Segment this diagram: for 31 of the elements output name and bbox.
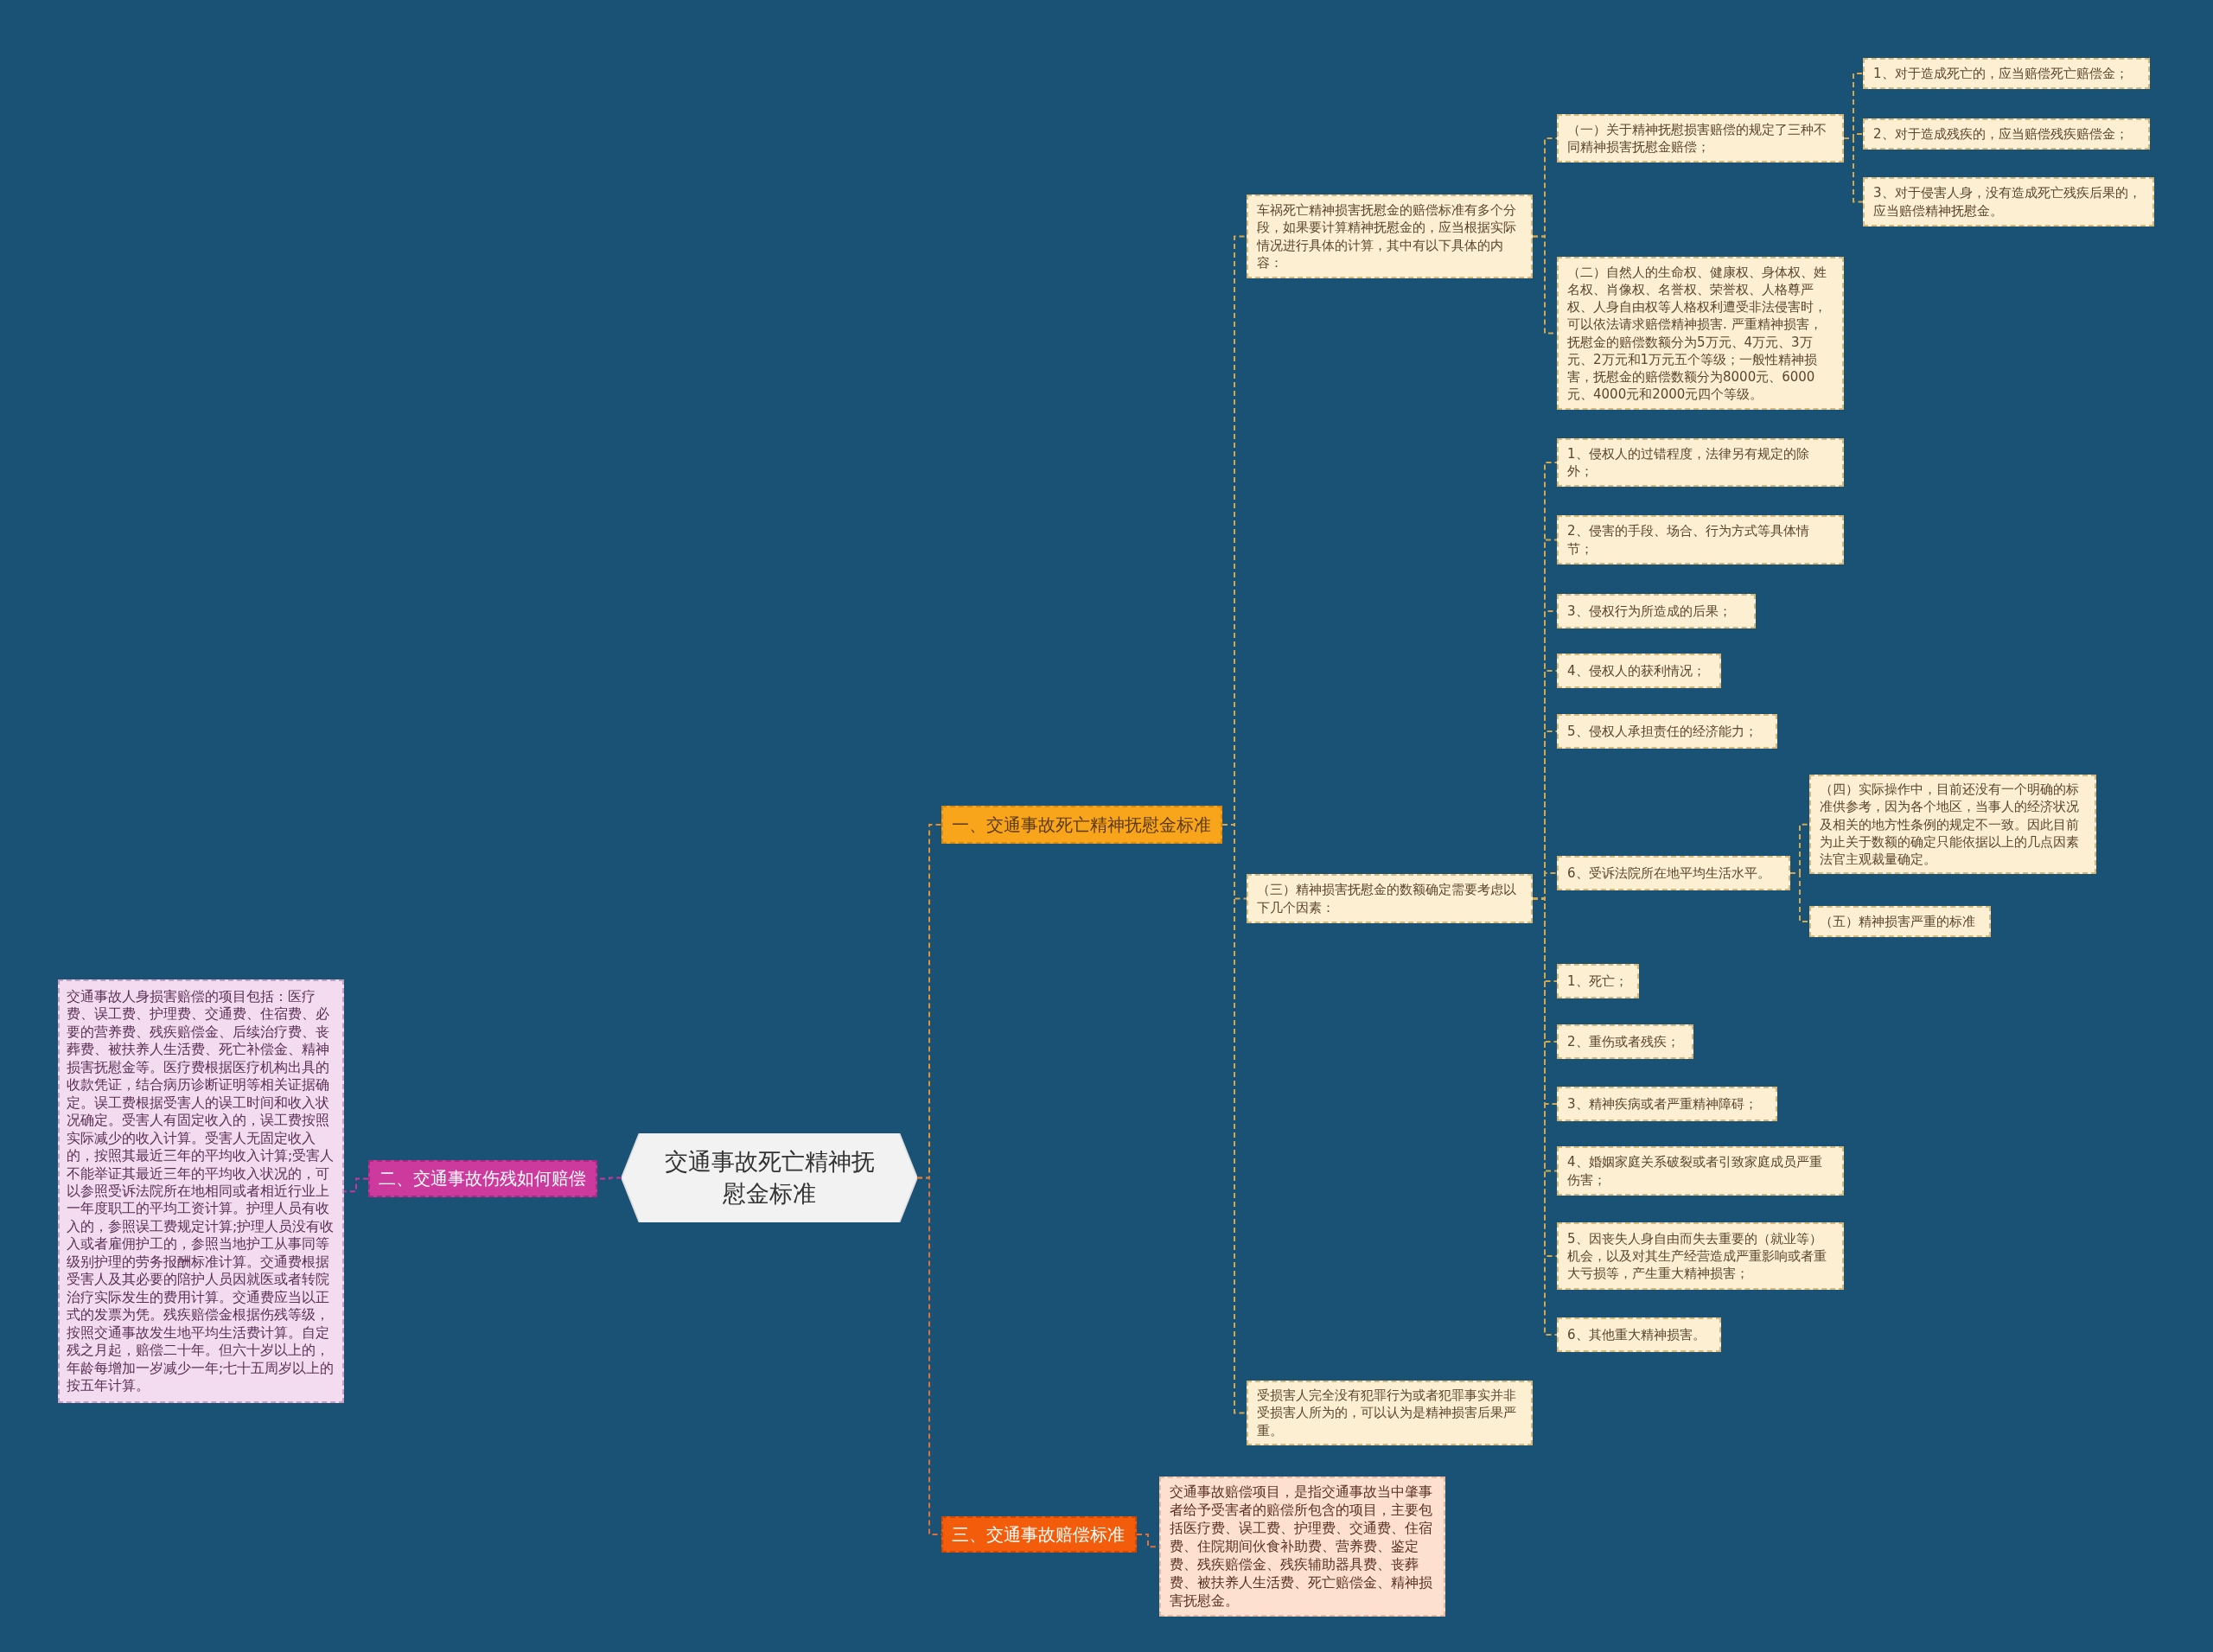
subtopic-box: 2、侵害的手段、场合、行为方式等具体情节； bbox=[1557, 515, 1844, 564]
subtopic-box: 1、对于造成死亡的，应当赔偿死亡赔偿金； bbox=[1863, 58, 2150, 89]
subtopic-box: 1、死亡； bbox=[1557, 964, 1639, 998]
connector-line bbox=[343, 1177, 369, 1193]
subtopic-box: （二）自然人的生命权、健康权、身体权、姓名权、肖像权、名誉权、荣誉权、人格尊严权、人身自由权等人格权利遭受非法侵害时，可以依法请求赔偿精神损害. 严重精神损害，抚慰金的赔偿数额分为5万元、4万元、3万元、2万元和1万元五个等级；一般性精神损害，抚慰金的赔偿数额分为8000元、6000元、4000元和2000元四个等级。 bbox=[1557, 257, 1844, 410]
branch-topic: 一、交通事故死亡精神抚慰金标准 bbox=[941, 806, 1222, 844]
central-topic: 交通事故死亡精神抚慰金标准 bbox=[622, 1133, 917, 1222]
subtopic-box: 6、受诉法院所在地平均生活水平。 bbox=[1557, 856, 1790, 890]
subtopic-box: （五）精神损害严重的标准 bbox=[1809, 906, 1991, 937]
subtopic-box: （四）实际操作中，目前还没有一个明确的标准供参考，因为各个地区，当事人的经济状况及相关的地方性条例的规定不一致。因此目前为止关于数额的确定只能依据以上的几点因素法官主观裁量确定。 bbox=[1809, 775, 2096, 875]
subtopic-box: 交通事故人身损害赔偿的项目包括：医疗费、误工费、护理费、交通费、住宿费、必要的营养费、残疾赔偿金、后续治疗费、丧葬费、被扶养人生活费、死亡补偿金、精神损害抚慰金等。医疗费根据医疗机构出具的收款凭证，结合病历诊断证明等相关证据确定。误工费根据受害人的误工时间和收入状况确定。受害人有固定收入的，误工费按照实际减少的收入计算。受害人无固定收入的，按照其最近三年的平均收入计算;受害人不能举证其最近三年的平均收入状况的，可以参照受诉法院所在地相同或者相近行业上一年度职工的平均工资计算。护理人员有收入的，参照误工费规定计算;护理人员没有收入或者雇佣护工的，参照当地护工从事同等级别护理的劳务报酬标准计算。交通费根据受害人及其必要的陪护人员因就医或者转院治疗实际发生的费用计算。交通费应当以正式的发票为凭。残疾赔偿金根据伤残等级，按照交通事故发生地平均生活费计算。自定残之月起，赔偿二十年。但六十岁以上的，年龄每增加一岁减少一年;七十五周岁以上的按五年计算。 bbox=[58, 979, 344, 1404]
subtopic-box: 5、因丧失人身自由而失去重要的（就业等）机会，以及对其生产经营造成严重影响或者重大亏损等，产生重大精神损害； bbox=[1557, 1222, 1844, 1290]
subtopic-box: 4、侵权人的获利情况； bbox=[1557, 654, 1721, 688]
subtopic-box: 2、重伤或者残疾； bbox=[1557, 1024, 1693, 1059]
subtopic-box: （三）精神损害抚慰金的数额确定需要考虑以下几个因素： bbox=[1247, 874, 1533, 923]
connector-line bbox=[1843, 137, 1864, 203]
subtopic-box: 交通事故赔偿项目，是指交通事故当中肇事者给予受害者的赔偿所包含的项目，主要包括医疗费、误工费、护理费、交通费、住宿费、住院期间伙食补助费、营养费、鉴定费、残疾赔偿金、残疾辅助器具费、丧葬费、被扶养人生活费、死亡赔偿金、精神损害抚慰金。 bbox=[1159, 1477, 1445, 1617]
subtopic-box: 6、其他重大精神损害。 bbox=[1557, 1317, 1721, 1352]
subtopic-box: 5、侵权人承担责任的经济能力； bbox=[1557, 714, 1777, 749]
branch-topic: 二、交通事故伤残如何赔偿 bbox=[368, 1160, 597, 1197]
subtopic-box: 4、婚姻家庭关系破裂或者引致家庭成员严重伤害； bbox=[1557, 1146, 1844, 1196]
subtopic-box: （一）关于精神抚慰损害赔偿的规定了三种不同精神损害抚慰金赔偿； bbox=[1557, 114, 1844, 163]
subtopic-box: 受损害人完全没有犯罪行为或者犯罪事实并非受损害人所为的，可以认为是精神损害后果严重。 bbox=[1247, 1381, 1533, 1445]
subtopic-box: 3、侵权行为所造成的后果； bbox=[1557, 594, 1756, 628]
subtopic-box: 3、精神疾病或者严重精神障碍； bbox=[1557, 1087, 1777, 1121]
subtopic-box: 2、对于造成残疾的，应当赔偿残疾赔偿金； bbox=[1863, 118, 2150, 150]
connector-line bbox=[1789, 872, 1810, 922]
subtopic-box: 1、侵权人的过错程度，法律另有规定的除外； bbox=[1557, 438, 1844, 487]
subtopic-box: 3、对于侵害人身，没有造成死亡残疾后果的，应当赔偿精神抚慰金。 bbox=[1863, 177, 2154, 226]
branch-topic: 三、交通事故赔偿标准 bbox=[941, 1516, 1137, 1553]
subtopic-box: 车祸死亡精神损害抚慰金的赔偿标准有多个分段，如果要计算精神抚慰金的，应当根据实际情况进行具体的计算，其中有以下具体的内容： bbox=[1247, 195, 1533, 278]
